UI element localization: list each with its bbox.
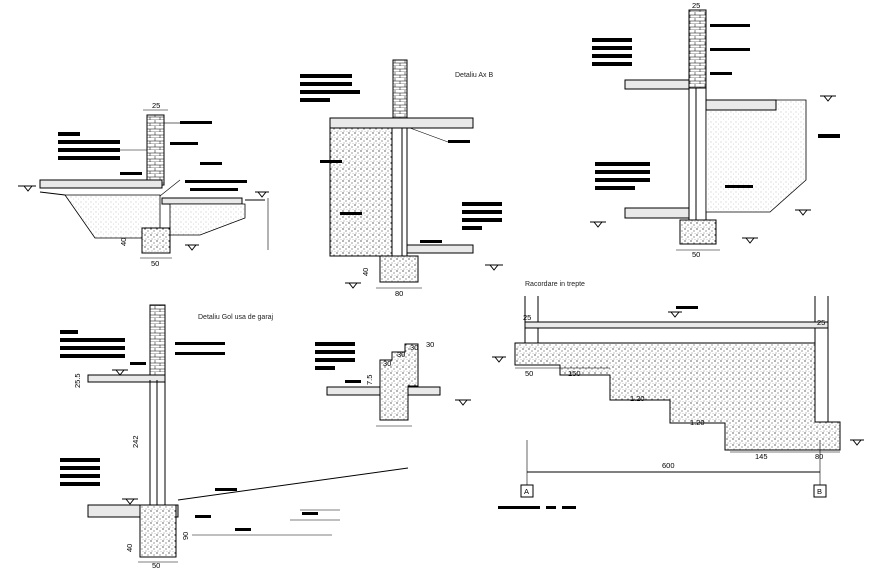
level-triangle-icon — [255, 191, 269, 198]
detail-6-dim-25r: 25 — [817, 318, 825, 327]
detail-6-dim-150: 150 — [568, 369, 581, 378]
level-triangle-icon — [345, 282, 361, 289]
level-triangle-icon — [492, 356, 506, 363]
detail-2-footing — [379, 255, 419, 283]
detail-3-retaining-wall: 25 50 — [590, 1, 840, 259]
detail-1-terrace-slab — [161, 197, 243, 205]
axis-a-label: A — [524, 487, 529, 496]
detail-6-dim-120b: 1.20 — [690, 418, 705, 427]
detail-5-dim-30a: 30 — [383, 359, 391, 368]
detail-4-footing — [139, 504, 177, 558]
detail-3-brick-wall — [688, 9, 707, 89]
detail-5-stepped-footing: 30 30 30 30 7.5 — [315, 340, 471, 427]
detail-6-dim-120a: 1.20 — [630, 394, 645, 403]
detail-6-dim-50: 50 — [525, 369, 533, 378]
detail-4-garage-door: Detaliu Gol usa de garaj 25.5 242 90 40 … — [60, 304, 409, 570]
detail-3-fill — [705, 99, 807, 213]
detail-5-dim-30c: 30 — [410, 343, 418, 352]
detail-4-title: Detaliu Gol usa de garaj — [198, 314, 274, 321]
detail-1-footing — [141, 227, 171, 254]
detail-2-fill-left — [329, 127, 393, 257]
detail-2-upper-slab — [329, 117, 474, 129]
level-triangle-icon — [455, 399, 471, 406]
detail-1-dim-40: 40 — [119, 238, 128, 246]
detail-3-slab — [624, 79, 690, 90]
detail-6-slab — [524, 321, 829, 329]
detail-6-dim-25l: 25 — [523, 313, 531, 322]
level-triangle-icon — [795, 209, 811, 216]
detail-2-dim-40: 40 — [361, 268, 370, 276]
scale-bar — [498, 506, 540, 509]
detail-5-dim-30d: 30 — [426, 340, 434, 349]
detail-6-dim-145: 145 — [755, 452, 768, 461]
axis-b-label: B — [817, 487, 822, 496]
detail-2-axis-b: Detaliu Ax B 40 80 — [300, 59, 503, 298]
detail-4-dim-90: 90 — [181, 532, 190, 540]
detail-4-dim-40: 40 — [125, 544, 134, 552]
level-triangle-icon — [742, 237, 758, 244]
level-triangle-icon — [590, 221, 606, 228]
detail-6-stepped-joint: Racordare in trepte 25 25 50 150 1.20 1.… — [492, 281, 864, 509]
detail-5-dim-30b: 30 — [397, 350, 405, 359]
detail-1-brick-wall — [146, 114, 165, 186]
level-triangle-icon — [122, 498, 138, 505]
detail-4-dim-255: 25.5 — [73, 373, 82, 388]
level-triangle-icon — [18, 185, 36, 192]
level-triangle-icon — [485, 264, 503, 271]
level-triangle-icon — [820, 95, 836, 102]
axis-b-marker — [813, 484, 827, 498]
detail-2-brick-wall — [392, 59, 408, 119]
level-triangle-icon — [850, 439, 864, 446]
detail-5-footing — [379, 343, 419, 421]
detail-6-dim-600: 600 — [662, 461, 675, 470]
detail-5-dim-75: 7.5 — [365, 375, 374, 385]
detail-2-lower-slab — [406, 244, 474, 254]
detail-1-note-block — [58, 132, 80, 136]
detail-3-footing — [679, 219, 717, 245]
detail-3-dim-top: 25 — [692, 1, 700, 10]
detail-4-dim-242: 242 — [131, 435, 140, 448]
detail-1-floor-slab — [39, 179, 163, 189]
detail-4-dim-50: 50 — [152, 561, 160, 570]
detail-3-dim-50: 50 — [692, 250, 700, 259]
detail-4-ramp — [177, 467, 409, 501]
detail-4-brick-wall — [149, 304, 166, 381]
axis-a-marker — [520, 484, 534, 498]
detail-1-dim-50: 50 — [151, 259, 159, 268]
detail-2-dim-80: 80 — [395, 289, 403, 298]
detail-2-title: Detaliu Ax B — [455, 72, 493, 79]
detail-1-wall-foundation: 25 40 50 — [18, 101, 269, 268]
level-triangle-icon — [112, 369, 128, 376]
level-triangle-icon — [668, 311, 682, 318]
detail-1-dim-top: 25 — [152, 101, 160, 110]
detail-6-dim-80: 80 — [815, 452, 823, 461]
detail-6-title: Racordare in trepte — [525, 281, 585, 288]
detail-6-stepped-mass — [514, 342, 841, 451]
level-triangle-icon — [185, 244, 199, 251]
